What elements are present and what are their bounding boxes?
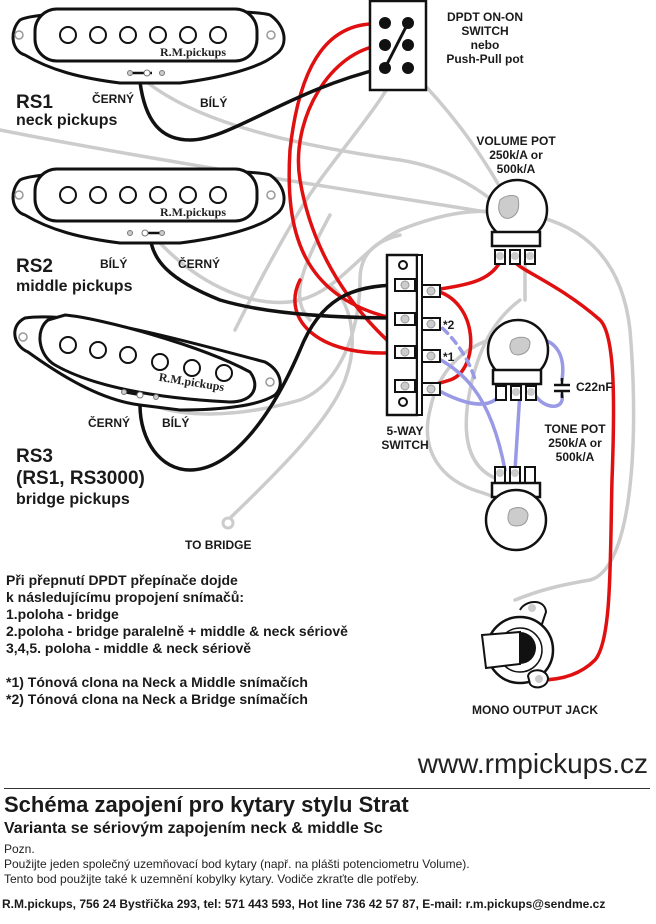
remark-line: Tento bod použijte také k uzemnění kobyl… (4, 872, 419, 886)
lead-label-black: ČERNÝ (88, 416, 131, 430)
tone-pot-label-line1: TONE POT (544, 422, 606, 436)
tone-pot-label-line3: 500k/A (555, 450, 595, 464)
pickup-brand-logo: R.M.pickups (160, 205, 226, 219)
pickup-model-rs3: RS3 (16, 446, 53, 467)
remark-line: Použijte jeden společný uzemňovací bod k… (4, 857, 470, 871)
hot-wire-switch-loop (293, 278, 406, 355)
pickup-rs1: R.M.pickups (11, 7, 286, 85)
tone-wire-1 (430, 353, 507, 472)
to-bridge-label: TO BRIDGE (185, 538, 252, 552)
contact-info: R.M.pickups, 756 24 Bystřička 293, tel: … (2, 897, 606, 911)
capacitor-label: C22nF (576, 380, 613, 394)
footnote-1: *1) Tónová clona na Neck a Middle snímač… (6, 674, 308, 690)
lead-label-black: ČERNÝ (178, 257, 221, 271)
lead-label-white: BÍLÝ (200, 96, 228, 110)
switch-mark-2: *2 (443, 318, 455, 332)
note-line: Při přepnutí DPDT přepínače dojde (6, 572, 238, 588)
pickup-model-rs1: RS1 (16, 92, 53, 113)
ground-wire-neck (146, 81, 507, 212)
tone-pot-label: TONE POT 250k/A or 500k/A (530, 422, 620, 464)
five-way-switch (385, 253, 441, 417)
tone-pot-lower (484, 466, 548, 552)
five-way-label-line2: SWITCH (381, 438, 429, 452)
signal-wires (138, 66, 402, 472)
dpdt-label-line4: Push-Pull pot (446, 52, 524, 66)
black-wire-bridge (138, 283, 402, 472)
pickup-position-middle: middle pickups (16, 278, 133, 295)
volume-pot-label-line1: VOLUME POT (476, 134, 556, 148)
output-jack-label: MONO OUTPUT JACK (472, 703, 598, 717)
five-way-switch-label: 5-WAY SWITCH (370, 424, 440, 452)
black-wire-middle (148, 230, 402, 320)
divider (4, 788, 650, 789)
pickup-alt-models: (RS1, RS3000) (16, 468, 145, 489)
volume-pot-label: VOLUME POT 250k/A or 500k/A (466, 134, 566, 176)
ground-wire-dpdt (233, 58, 405, 332)
pickup-brand-logo: R.M.pickups (160, 45, 226, 59)
volume-pot-label-line2: 250k/A or (489, 148, 543, 162)
switch-notes: Při přepnutí DPDT přepínače dojde k násl… (6, 572, 348, 708)
footnote-2: *2) Tónová clona na Neck a Bridge snímač… (6, 691, 308, 707)
ground-wire-bridge (126, 233, 402, 416)
note-line: 3,4,5. poloha - middle & neck sériově (6, 640, 252, 656)
black-wire-neck (138, 66, 385, 142)
wiring-diagram: R.M.pickups R.M.pickups R.M.pickups (0, 0, 636, 689)
website-link[interactable]: www.rmpickups.cz (417, 748, 648, 779)
volume-pot-label-line3: 500k/A (496, 162, 536, 176)
hot-wire-to-volume (431, 260, 502, 292)
volume-pot (485, 178, 549, 265)
pickup-model-rs2: RS2 (16, 256, 53, 277)
lead-label-white: BÍLÝ (162, 416, 190, 430)
tone-pot-label-line2: 250k/A or (548, 436, 602, 450)
ground-wire-tone (464, 298, 522, 482)
hot-wire-dpdt-1 (287, 22, 402, 322)
note-line: 1.poloha - bridge (6, 606, 119, 622)
note-line: 2.poloha - bridge paralelně + middle & n… (6, 623, 348, 639)
page-title: Schéma zapojení pro kytary stylu Strat (4, 792, 409, 817)
hot-wire-to-jack (513, 260, 616, 682)
note-line: k následujícímu propojení snímačů: (6, 589, 245, 605)
dpdt-label-line1: DPDT ON-ON (447, 10, 523, 24)
dpdt-label-line3: nebo (470, 38, 500, 52)
lead-label-black: ČERNÝ (92, 92, 135, 106)
pickup-position-bridge: bridge pickups (16, 491, 130, 508)
pickup-position-neck: neck pickups (16, 112, 118, 129)
hot-wire-dpdt-2 (296, 43, 402, 354)
bridge-ground-ring (221, 516, 235, 530)
dpdt-switch (368, 0, 428, 92)
tone-wire-to-volume (513, 390, 522, 472)
pickup-rs3: R.M.pickups (13, 313, 282, 412)
switch-mark-1: *1 (443, 350, 455, 364)
lead-label-white: BÍLÝ (100, 257, 128, 271)
dpdt-label: DPDT ON-ON SWITCH nebo Push-Pull pot (430, 10, 540, 66)
page-subtitle: Varianta se sériovým zapojením neck & mi… (4, 820, 383, 837)
pickup-rs2: R.M.pickups (11, 167, 286, 245)
capacitor (554, 378, 570, 398)
ground-wire-to-jack (503, 210, 636, 602)
dpdt-label-line2: SWITCH (461, 24, 509, 38)
tone-wire-cap-bottom (533, 393, 564, 408)
five-way-label-line1: 5-WAY (386, 424, 424, 438)
tone-pot (486, 318, 550, 401)
output-jack (480, 601, 555, 689)
ground-wire-to-bridge (226, 283, 354, 522)
remark-heading: Pozn. (4, 842, 35, 856)
note-spacer (6, 657, 348, 674)
